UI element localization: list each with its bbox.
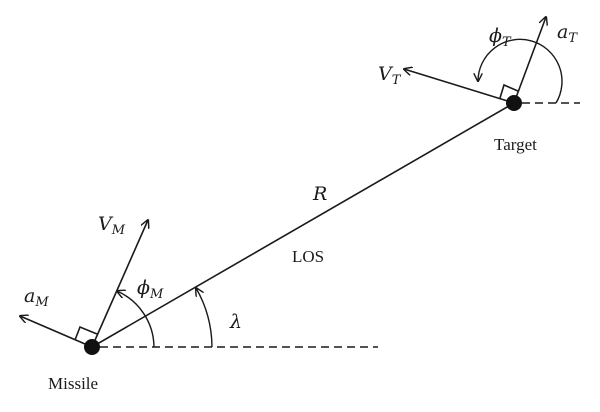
target-label: Target: [494, 135, 537, 154]
target-right-angle-marker: [499, 83, 519, 99]
lambda-angle-arc: [196, 288, 213, 348]
missile-label: Missile: [48, 374, 98, 393]
missile-acceleration-vector: [20, 316, 93, 348]
missile-right-angle-marker: [74, 325, 98, 341]
v-t-label: VT: [378, 63, 402, 88]
v-m-label: VM: [98, 213, 126, 238]
missile-point: [84, 339, 100, 355]
target-point: [506, 95, 522, 111]
phi-m-label: ϕM: [137, 277, 164, 302]
target-acceleration-vector: [513, 17, 546, 104]
missile-velocity-vector: [91, 220, 148, 348]
phi-t-label: ϕT: [489, 25, 512, 50]
target-velocity-vector: [404, 69, 515, 104]
a-t-label: aT: [557, 21, 578, 46]
line-of-sight: [91, 102, 515, 348]
phi-t-angle-arc: [478, 38, 563, 104]
los-label: LOS: [292, 247, 324, 266]
phi-m-angle-arc: [117, 291, 155, 348]
lambda-label: λ: [229, 311, 242, 333]
range-label: R: [312, 183, 327, 205]
a-m-label: aM: [24, 285, 49, 310]
